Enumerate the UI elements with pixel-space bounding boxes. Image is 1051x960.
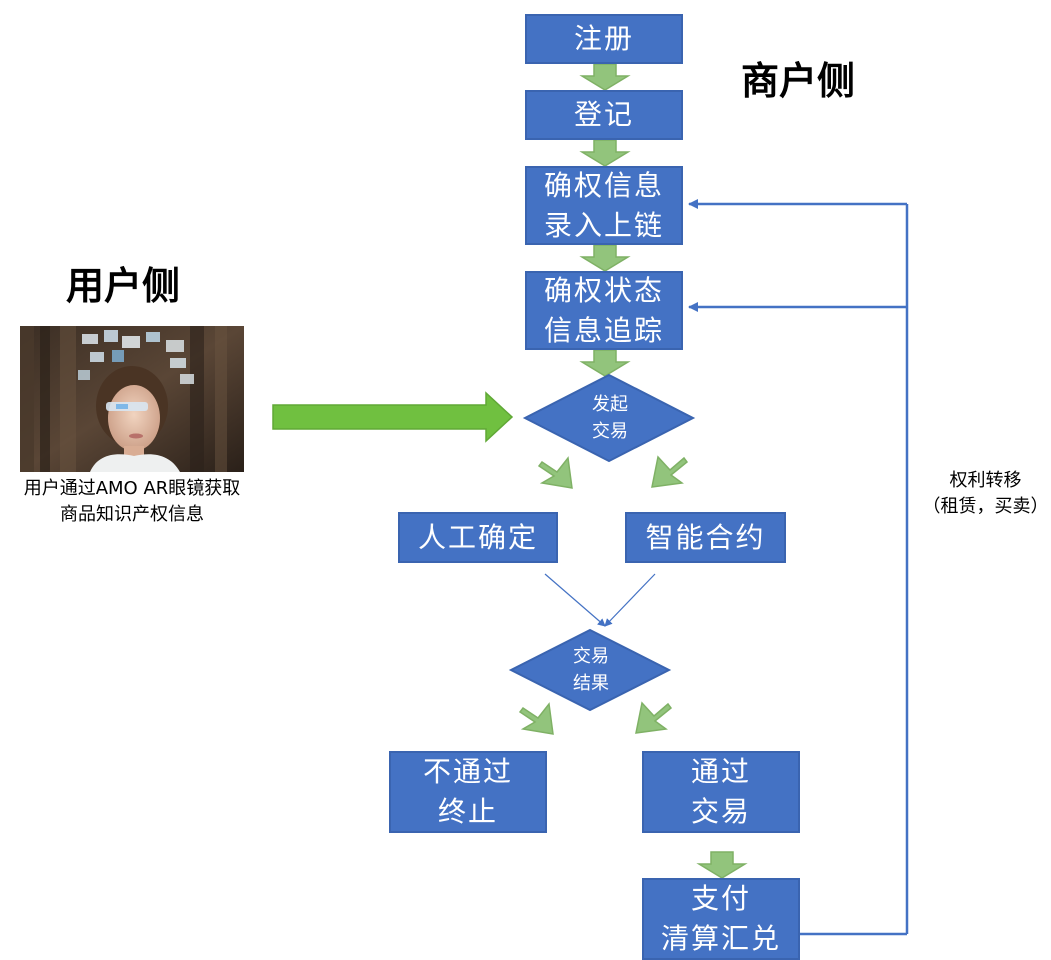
user-caption-line-1: 用户通过AMO AR眼镜获取 — [23, 478, 241, 499]
record-step: 登记 — [525, 90, 683, 140]
approve-line-2: 交易 — [690, 795, 751, 828]
approve-step: 通过 交易 — [642, 751, 800, 833]
initiate-trade-diamond — [522, 373, 696, 463]
reject-step: 不通过 终止 — [389, 751, 547, 833]
user-side-heading: 用户侧 — [66, 264, 181, 308]
arrow-record-to-confirm — [579, 139, 631, 167]
trade-result-label: 交易 结果 — [541, 643, 641, 697]
initiate-trade-label: 发起 交易 — [560, 391, 660, 445]
payment-line-1: 支付 — [690, 882, 751, 915]
confirm-rights-step: 确权信息 录入上链 — [525, 166, 683, 245]
track-status-line-2: 信息追踪 — [543, 313, 664, 347]
arrow-track-to-initiate — [579, 349, 631, 377]
initiate-trade-line-2: 交易 — [592, 421, 628, 442]
record-step-text: 登记 — [573, 98, 634, 131]
arrow-initiate-to-contract — [651, 455, 689, 488]
reject-line-1: 不通过 — [422, 755, 513, 788]
user-caption-line-2: 商品知识产权信息 — [60, 504, 204, 525]
approve-line-1: 通过 — [690, 755, 751, 788]
line-contract-to-result — [604, 573, 656, 627]
reject-line-2: 终止 — [437, 795, 498, 828]
rights-transfer-line-2: （租赁，买卖） — [922, 496, 1049, 517]
smart-contract-step: 智能合约 — [625, 512, 786, 563]
arrow-result-to-reject — [518, 702, 554, 735]
ar-glasses-user-image — [20, 326, 244, 472]
track-status-step: 确权状态 信息追踪 — [525, 271, 683, 350]
confirm-rights-line-1: 确权信息 — [543, 168, 664, 202]
trade-result-line-1: 交易 — [573, 646, 609, 667]
payment-step: 支付 清算汇兑 — [642, 878, 800, 960]
arrow-register-to-record — [579, 63, 631, 91]
confirm-rights-line-2: 录入上链 — [543, 208, 664, 242]
arrow-confirm-to-track — [579, 244, 631, 272]
user-caption: 用户通过AMO AR眼镜获取 商品知识产权信息 — [0, 476, 264, 528]
line-manual-to-result — [544, 573, 606, 627]
arrow-initiate-to-manual — [537, 456, 573, 489]
arrow-approve-to-payment — [696, 851, 748, 879]
smart-contract-text: 智能合约 — [645, 520, 766, 554]
register-step-text: 注册 — [573, 22, 634, 55]
rights-transfer-line-1: 权利转移 — [949, 470, 1022, 491]
merchant-side-heading: 商户侧 — [741, 59, 856, 103]
initiate-trade-line-1: 发起 — [592, 394, 628, 415]
rights-transfer-label: 权利转移 （租赁，买卖） — [920, 468, 1051, 520]
user-to-trade-arrow — [272, 391, 514, 443]
manual-confirm-text: 人工确定 — [417, 520, 538, 554]
trade-result-line-2: 结果 — [573, 673, 609, 694]
arrow-result-to-approve — [635, 701, 673, 734]
rights-transfer-loop — [688, 199, 909, 936]
register-step: 注册 — [525, 14, 683, 64]
payment-line-2: 清算汇兑 — [660, 922, 781, 955]
manual-confirm-step: 人工确定 — [398, 512, 558, 563]
trade-result-diamond — [508, 628, 672, 712]
track-status-line-1: 确权状态 — [543, 273, 664, 307]
